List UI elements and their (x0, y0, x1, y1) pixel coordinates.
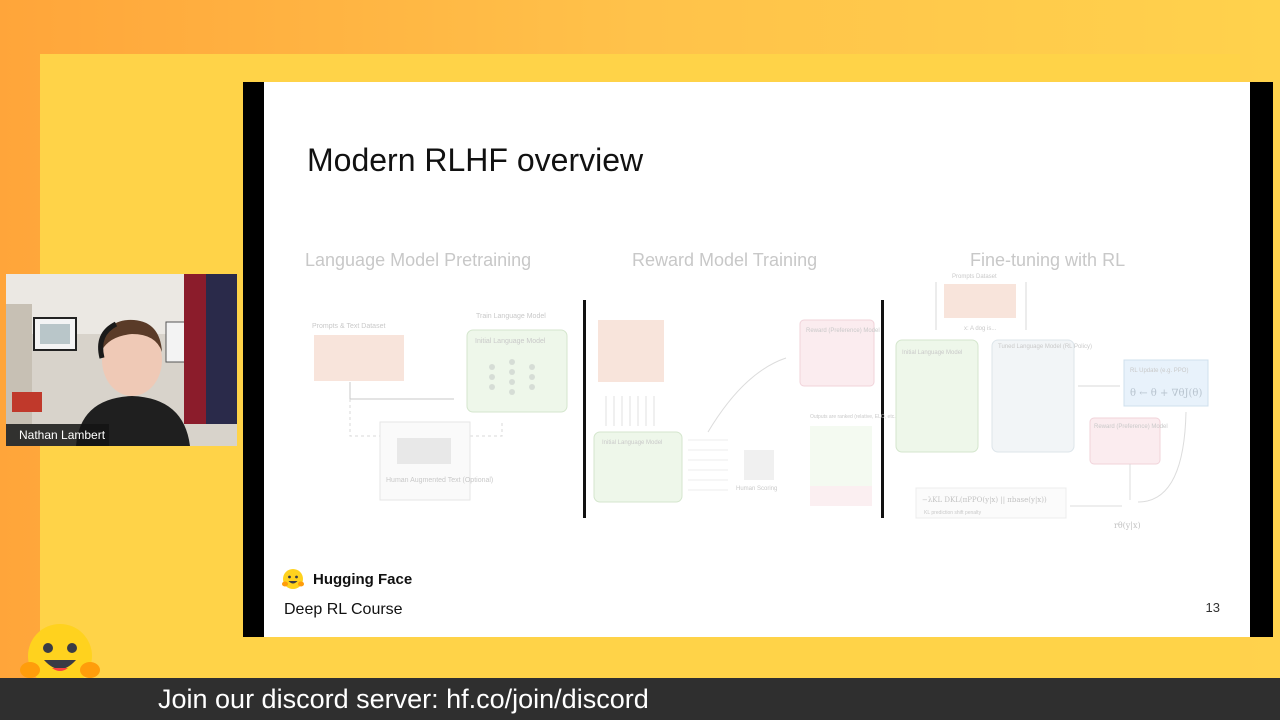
label-tuned-lm: Tuned Language Model (RL Policy) (998, 344, 1092, 350)
course-name: Deep RL Course (284, 601, 403, 618)
arrow-augmented (349, 399, 380, 437)
blurred-prompts-box (598, 320, 664, 382)
ranking-gradient-low (810, 486, 872, 506)
human-scoring-icon (744, 450, 774, 480)
reward-term: rθ(y|x) (1114, 521, 1141, 530)
network-icon-1 (489, 359, 535, 395)
section-title-finetuning: Fine-tuning with RL (970, 250, 1126, 270)
label-initial-lm-3: Initial Language Model (902, 350, 962, 356)
page-number: 13 (1205, 600, 1220, 615)
reward-model-box-2 (1089, 417, 1161, 465)
rlhf-diagram: Prompts & Text Dataset Train Language Mo… (312, 274, 1209, 530)
section-title-pretraining: Language Model Pretraining (305, 250, 532, 270)
reward-model-box-1 (799, 319, 875, 387)
rl-update-box (1123, 359, 1209, 407)
blurred-dataset-box (314, 335, 404, 381)
augmented-text-icon (397, 438, 451, 464)
blurred-rl-prompts-box (944, 284, 1016, 318)
discord-banner-text: Join our discord server: hf.co/join/disc… (158, 684, 649, 714)
section-divider-1 (583, 300, 586, 518)
kl-penalty-box (915, 487, 1067, 519)
kl-term: −λKL DKL(πPPO(y|x) || πbase(y|x)) (922, 496, 1047, 504)
output-lines (688, 439, 728, 491)
label-reward-model-2: Reward (Preference) Model (1094, 424, 1168, 430)
hugging-face-emoji-icon (20, 624, 100, 688)
label-prompts-dataset: Prompts Dataset (952, 274, 997, 280)
label-outputs-ranked: Outputs are ranked (relative, ELO, etc.) (810, 414, 898, 420)
label-human-scoring: Human Scoring (736, 486, 777, 492)
label-initial-lm-1: Initial Language Model (475, 338, 546, 345)
hugging-face-icon (282, 569, 304, 589)
arrow-augmented-back (470, 422, 503, 437)
initial-lm-box-1 (466, 329, 568, 413)
arrow-to-reward (707, 357, 787, 433)
webcam-feed (6, 274, 237, 446)
arrow-sum-to-update (1137, 411, 1187, 503)
label-human-augmented: Human Augmented Text (Optional) (386, 477, 493, 484)
sample-arrows (605, 396, 655, 426)
label-reward-model-1: Reward (Preference) Model (806, 328, 880, 334)
section-title-reward-model: Reward Model Training (632, 250, 818, 270)
initial-lm-box-2 (593, 431, 683, 503)
section-divider-2 (881, 300, 884, 518)
label-kl-note: KL prediction shift penalty (924, 510, 982, 516)
label-sample-x: x: A dog is... (964, 326, 997, 332)
initial-lm-box-3 (895, 339, 979, 453)
discord-banner: Join our discord server: hf.co/join/disc… (0, 678, 1280, 720)
arrow-pretrain (349, 382, 454, 400)
hf-logo: Hugging Face (281, 568, 412, 590)
label-rl-update: RL Update (e.g. PPO) (1130, 368, 1188, 374)
rl-formula: θ ← θ + ∇θJ(θ) (1130, 388, 1202, 399)
speaker-name-tag: Nathan Lambert (6, 424, 109, 446)
label-prompts-text-dataset: Prompts & Text Dataset (312, 323, 385, 330)
label-initial-lm-2: Initial Language Model (602, 440, 662, 446)
tuned-lm-box (991, 339, 1075, 453)
hf-org-name: Hugging Face (313, 570, 413, 588)
speaker-video-frame (6, 274, 237, 446)
label-train-language-model: Train Language Model (476, 313, 546, 320)
slide: Modern RLHF overview Language Model Pret… (264, 82, 1250, 637)
slide-title: Modern RLHF overview (307, 142, 644, 178)
